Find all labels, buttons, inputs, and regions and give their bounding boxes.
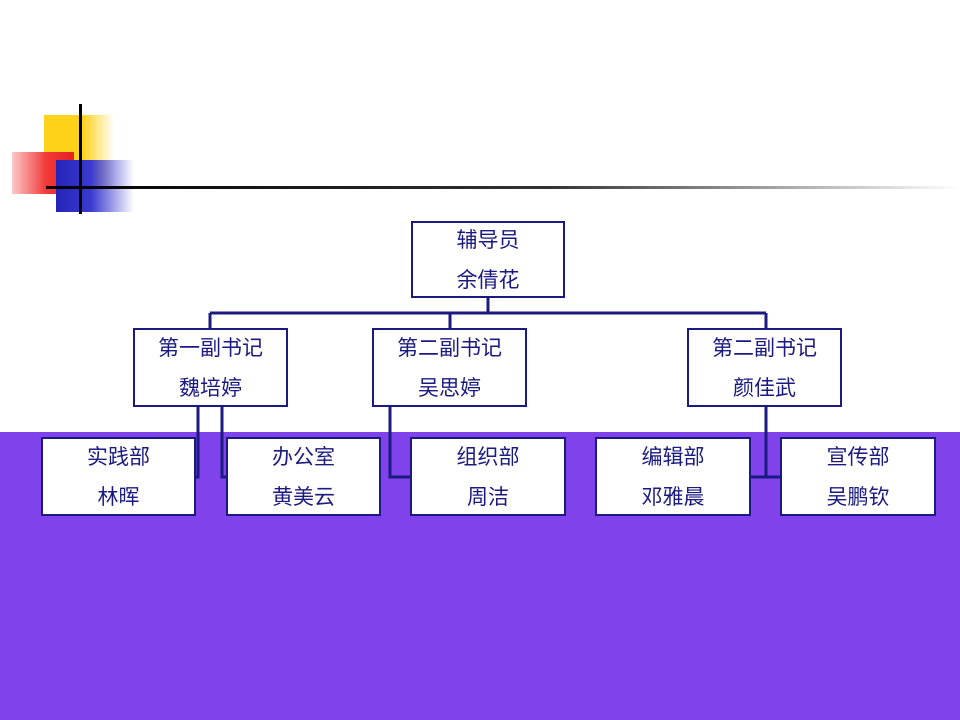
node-title: 第二副书记 (712, 335, 817, 360)
node-title: 第一副书记 (158, 335, 263, 360)
node-title: 第二副书记 (397, 335, 502, 360)
org-node-deputy-3: 第二副书记 颜佳武 (687, 328, 842, 407)
node-title: 实践部 (87, 444, 150, 469)
node-name: 吴思婷 (418, 375, 481, 400)
node-title: 辅导员 (456, 227, 520, 252)
node-title: 宣传部 (826, 444, 890, 469)
node-name: 魏培婷 (179, 375, 242, 400)
node-name: 颜佳武 (733, 375, 796, 400)
node-name: 林晖 (97, 484, 140, 509)
connector-deputy2-zuzhi (388, 406, 412, 479)
org-node-deputy-2: 第二副书记 吴思婷 (372, 328, 527, 407)
node-title: 编辑部 (641, 444, 705, 469)
node-name: 吴鹏钦 (826, 484, 890, 509)
org-node-deputy-1: 第一副书记 魏培婷 (133, 328, 288, 407)
node-name: 余倩花 (456, 267, 520, 292)
org-node-practice-dept: 实践部 林晖 (41, 437, 196, 516)
node-name: 邓雅晨 (641, 484, 705, 509)
node-name: 周洁 (467, 484, 509, 509)
org-node-publicity-dept: 宣传部 吴鹏钦 (780, 437, 936, 516)
node-title: 组织部 (456, 444, 520, 469)
connector-deputy1-bangong (220, 406, 227, 479)
org-node-editing-dept: 编辑部 邓雅晨 (595, 437, 751, 516)
horizontal-rule-decoration (46, 186, 960, 189)
org-node-counselor: 辅导员 余倩花 (411, 221, 565, 298)
vertical-rule-decoration (79, 104, 82, 214)
connector-deputy1-shijian (195, 406, 200, 479)
node-name: 黄美云 (272, 484, 335, 509)
node-title: 办公室 (272, 444, 335, 469)
org-node-organization-dept: 组织部 周洁 (410, 437, 566, 516)
org-node-office: 办公室 黄美云 (226, 437, 381, 516)
